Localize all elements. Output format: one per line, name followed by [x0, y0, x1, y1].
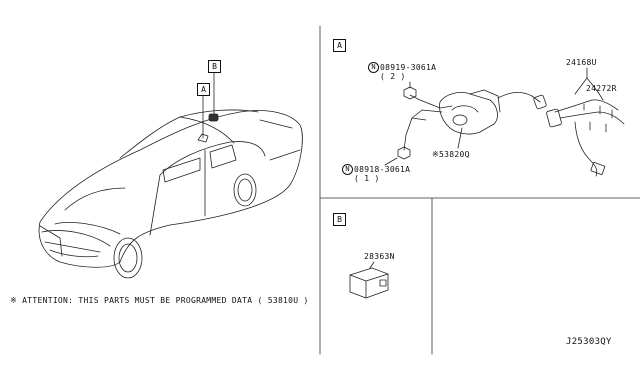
nut-symbol-icon: N [368, 62, 379, 73]
section-a-label: A [333, 39, 346, 52]
section-a-drawing [384, 67, 625, 177]
nut-symbol-icon: N [342, 164, 353, 175]
part-number-08918-3061a: 08918-3061A [354, 165, 411, 174]
part-number-53820q: ※53820Q [432, 150, 470, 159]
section-dividers [319, 25, 640, 355]
part-number-24272r: 24272R [586, 84, 617, 93]
callout-b-car: B [208, 60, 221, 73]
programming-note: ※ ATTENTION: THIS PARTS MUST BE PROGRAMM… [10, 296, 309, 305]
car-illustration [38, 72, 303, 279]
diagram-code: J25303QY [566, 337, 612, 347]
part-number-28363n: 28363N [364, 252, 395, 261]
section-b-label: B [333, 213, 346, 226]
part-qty-08919-3061a: ( 2 ) [380, 72, 406, 81]
callout-a-car: A [197, 83, 210, 96]
part-number-24168u: 24168U [566, 58, 597, 67]
part-number-08919-3061a: 08919-3061A [380, 63, 437, 72]
part-qty-08918-3061a: ( 1 ) [354, 174, 380, 183]
section-b-drawing [349, 261, 389, 299]
